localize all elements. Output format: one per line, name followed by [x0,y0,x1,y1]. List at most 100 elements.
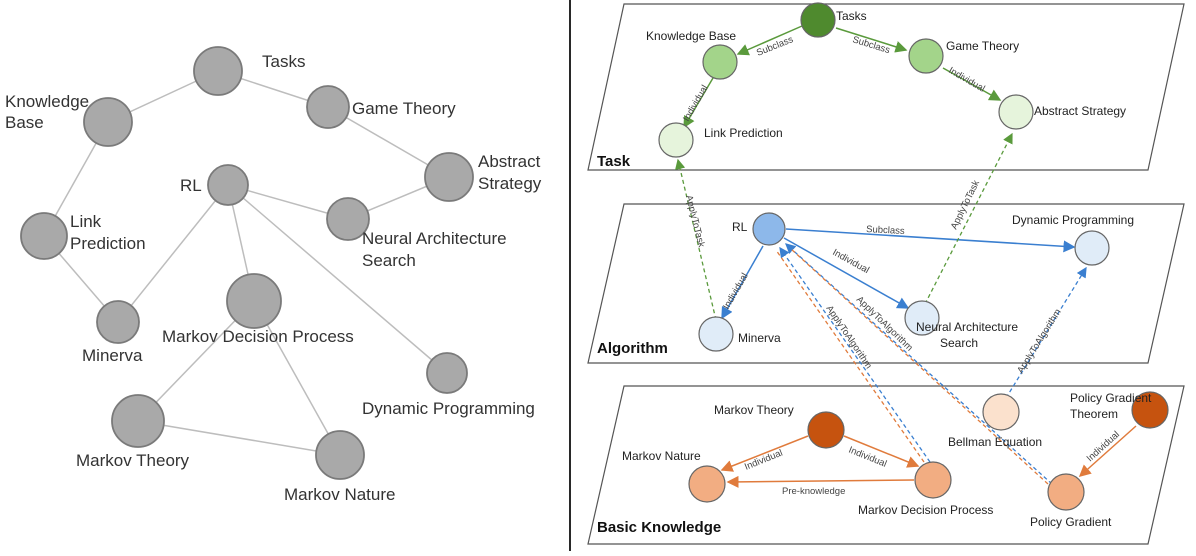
edge-rl-minerva-r [721,245,764,320]
label-rl: RL [180,176,202,195]
rlabel-bellman-equation: Bellman Equation [948,435,1042,449]
plane-algorithm [587,203,1185,364]
rlabel-markov-theory: Markov Theory [714,403,794,417]
rnode-mdp [914,461,952,499]
node-neural-architecture-search [326,197,370,241]
elabel-mdp-mn-pre: Pre-knowledge [782,486,845,497]
rnode-game-theory [908,38,944,74]
left-graph: Tasks Knowledge Base Game Theory RL Abst… [5,46,542,504]
label-game-theory: Game Theory [352,99,456,118]
node-game-theory [306,85,350,129]
rlabel-rl: RL [732,220,748,234]
label-knowledge-base-1: Knowledge [5,92,89,111]
edge-mdp-mn [253,300,341,456]
label-link-prediction-2: Prediction [70,234,146,253]
left-labels: Tasks Knowledge Base Game Theory RL Abst… [5,52,542,504]
edge-rl-nas-r [783,237,910,309]
elabel-rl-dp-subclass: Subclass [866,224,905,237]
rnode-minerva [698,316,734,352]
edge-mdp-mn-r [726,475,915,488]
rnode-markov-theory [807,411,845,449]
node-tasks [193,46,243,96]
node-markov-theory [111,394,165,448]
edge-rl-dp [227,184,448,374]
node-dynamic-programming [426,352,468,394]
rlabel-abstract-strategy: Abstract Strategy [1034,104,1126,118]
algo-edges [721,228,1076,320]
edge-rl-dp-r [785,228,1076,253]
edge-pgt-pg-r [1078,425,1137,477]
label-markov-nature: Markov Nature [284,485,395,504]
rlabel-nas-1: Neural Architecture [916,320,1018,334]
label-minerva: Minerva [82,346,143,365]
label-abstract-strategy-2: Strategy [478,174,542,193]
rnode-rl [752,212,786,246]
edge-tasks-gt-r [835,27,908,53]
rnode-nas [904,300,940,336]
label-abstract-strategy-1: Abstract [478,152,541,171]
edge-kb-lp-r [683,77,714,129]
edge-mt-mn-r [720,435,809,472]
rlabel-link-prediction: Link Prediction [704,126,783,140]
rlabel-minerva: Minerva [738,331,781,345]
layer-label-task: Task [597,153,631,170]
node-markov-nature [315,430,365,480]
label-mdp: Markov Decision Process [162,327,354,346]
edge-mt-mn [137,420,341,456]
rlabel-mdp: Markov Decision Process [858,503,993,517]
edge-pg-rl-apply-orange [789,247,1049,485]
plane-basic-knowledge [587,385,1185,545]
rnode-link-prediction [658,122,694,158]
rlabel-game-theory: Game Theory [946,39,1019,53]
rlabel-dynamic-programming: Dynamic Programming [1012,213,1134,227]
right-node-labels: Tasks Knowledge Base Game Theory Link Pr… [622,9,1152,529]
label-markov-theory: Markov Theory [76,451,190,470]
node-markov-decision-process [226,273,282,329]
rnode-bellman-equation [982,393,1020,431]
task-edges [683,25,1002,129]
node-knowledge-base [83,97,133,147]
label-tasks: Tasks [262,52,305,71]
rlabel-tasks: Tasks [836,9,867,23]
edge-mdp-rl-apply-orange [775,249,925,463]
cross-edges [675,132,1087,485]
edge-rl-minerva [117,184,229,323]
rlabel-markov-nature: Markov Nature [622,449,701,463]
label-nas-1: Neural Architecture [362,229,507,248]
label-dynamic-programming: Dynamic Programming [362,399,535,418]
label-knowledge-base-2: Base [5,113,44,132]
label-nas-2: Search [362,251,416,270]
edge-gt-as-r [942,67,1002,101]
rlabel-pgt-1: Policy Gradient [1070,391,1152,405]
edge-be-dp-apply [1005,266,1087,399]
node-abstract-strategy [424,152,474,202]
rnode-tasks [800,2,836,38]
basic-edges [720,425,1137,488]
node-minerva [96,300,140,344]
node-link-prediction [20,212,68,260]
rlabel-knowledge-base: Knowledge Base [646,29,736,43]
layer-label-basic-knowledge: Basic Knowledge [597,519,721,536]
edge-tasks-kb-r [736,25,803,56]
rnode-dynamic-programming [1074,230,1110,266]
edge-mt-mdp-r [843,435,920,468]
rnode-abstract-strategy [998,94,1034,130]
edge-nas-as-apply [924,132,1013,305]
rlabel-nas-2: Search [940,336,978,350]
rlabel-policy-gradient: Policy Gradient [1030,515,1112,529]
edge-pg-rl-apply [785,243,1053,485]
left-nodes [20,46,474,480]
edge-mdp-rl-apply [779,246,931,463]
right-graph: Task Algorithm Basic Knowledge [587,2,1185,545]
rlabel-pgt-2: Theorem [1070,407,1118,421]
label-link-prediction-1: Link [70,212,102,231]
rnode-policy-gradient-theorem [1131,391,1169,429]
rnode-policy-gradient [1047,473,1085,511]
node-rl [207,164,249,206]
rnode-knowledge-base [702,44,738,80]
rnode-markov-nature [688,465,726,503]
right-nodes [658,2,1169,511]
layer-label-algorithm: Algorithm [597,340,668,357]
